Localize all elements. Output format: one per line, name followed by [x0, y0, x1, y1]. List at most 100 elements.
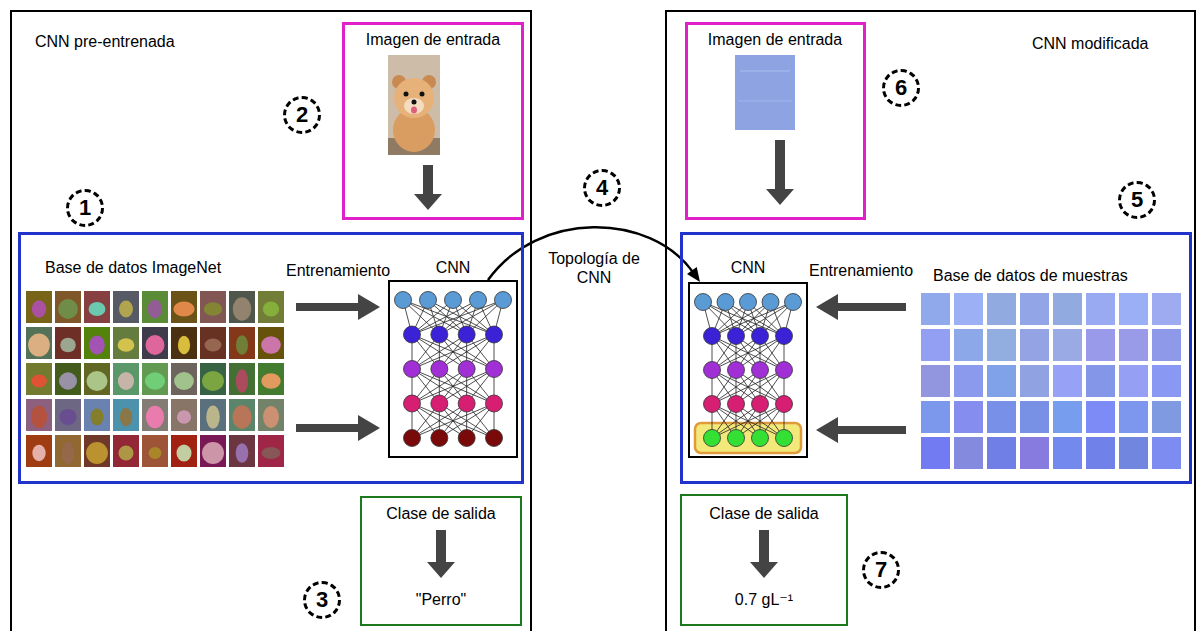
cnn-box: CNN [688, 282, 808, 458]
thumbnail [142, 327, 168, 359]
thumbnail [200, 435, 226, 467]
arrow-head [687, 267, 700, 282]
output-box: Clase de salida "Perro" [360, 496, 522, 626]
sample-thumbnail [1086, 365, 1115, 397]
sample-thumbnail [1119, 365, 1148, 397]
neuron [728, 430, 745, 447]
network-link [412, 335, 494, 370]
thumbnail-subject [118, 372, 134, 390]
neuron [704, 328, 721, 345]
sample-thumbnail [1020, 437, 1049, 469]
sample-thumbnail [1053, 329, 1082, 361]
thumbnail [258, 435, 284, 467]
node-title: Base de datos de muestras [933, 266, 1128, 285]
thumbnail [55, 291, 81, 323]
thumbnail-subject [205, 339, 222, 352]
thumbnail [142, 291, 168, 323]
neuron [776, 396, 793, 413]
thumbnail [229, 327, 255, 359]
sample-thumbnail [954, 437, 983, 469]
imagenet-grid [26, 291, 284, 467]
sample-thumbnail [1086, 293, 1115, 325]
neuron [762, 294, 779, 311]
dog-nose [412, 100, 417, 105]
thumbnail [26, 399, 52, 431]
sample-thumbnail [1086, 437, 1115, 469]
neuron [486, 361, 503, 378]
network-drawing [695, 294, 802, 454]
thumbnail-subject [173, 302, 194, 317]
neuron [458, 361, 475, 378]
sample-thumbnail [1020, 329, 1049, 361]
node-value: "Perro" [363, 590, 519, 609]
sample-thumbnail [1053, 365, 1082, 397]
thumbnail [142, 363, 168, 395]
thumbnail [200, 399, 226, 431]
neuron [704, 396, 721, 413]
thumbnail-subject [261, 373, 280, 389]
thumbnail-subject [148, 300, 162, 319]
thumbnail [55, 399, 81, 431]
network-link [412, 369, 494, 404]
thumbnail-subject [89, 302, 106, 316]
sample-thumbnail [921, 293, 950, 325]
thumbnail [229, 291, 255, 323]
thumbnail-subject [176, 444, 191, 461]
connector-line [296, 424, 360, 432]
neuron [431, 326, 448, 343]
thumbnail [113, 363, 139, 395]
arrow-head [358, 294, 380, 320]
thumbnail-subject [120, 408, 132, 426]
neuron [495, 292, 512, 309]
thumbnail [84, 399, 110, 431]
neuron [704, 430, 721, 447]
sample-image [735, 55, 795, 130]
thumbnail-subject [145, 372, 165, 389]
thumbnail-subject [236, 369, 248, 393]
sample-texture [740, 70, 790, 72]
thumbnail [142, 435, 168, 467]
neuron [776, 328, 793, 345]
connector-line [836, 426, 906, 434]
sample-thumbnail [954, 401, 983, 433]
dog-muzzle [404, 98, 424, 114]
dog-eye [420, 92, 425, 97]
thumbnail [84, 291, 110, 323]
node-title: Clase de salida [363, 504, 519, 523]
thumbnail-subject [86, 442, 108, 464]
connector [296, 294, 380, 320]
neuron [486, 326, 503, 343]
thumbnail [171, 399, 197, 431]
thumbnail-subject [202, 371, 224, 391]
thumbnail [26, 291, 52, 323]
arrow-head [816, 294, 838, 320]
arrow-head [358, 415, 380, 441]
cnn-box: CNN [388, 280, 518, 458]
callout-number: 4 [583, 169, 621, 207]
thumbnail-subject [32, 445, 45, 462]
connector [296, 415, 380, 441]
panel: CNN pre-entrenadaImagen de entradaBase d… [10, 10, 532, 631]
sample-thumbnail [1152, 401, 1181, 433]
network-link [712, 336, 784, 370]
sample-thumbnail [921, 401, 950, 433]
network-link [712, 370, 784, 404]
input-box: Imagen de entrada [342, 22, 524, 220]
dog-head [394, 78, 434, 118]
node-title: Clase de salida [683, 504, 845, 523]
thumbnail-subject [59, 409, 76, 425]
sample-thumbnail [1086, 401, 1115, 433]
arrow-head [766, 189, 794, 205]
arrow-head [427, 562, 455, 578]
network-link [712, 404, 784, 438]
sample-thumbnail [1119, 329, 1148, 361]
thumbnail [258, 291, 284, 323]
neuron [404, 430, 421, 447]
dog-photo [388, 55, 440, 155]
neuron [431, 395, 448, 412]
thumbnail-subject [58, 299, 78, 319]
thumbnail [55, 363, 81, 395]
sample-photo [735, 55, 795, 130]
edge-label: Topología de CNN [544, 249, 644, 287]
thumbnail [113, 399, 139, 431]
